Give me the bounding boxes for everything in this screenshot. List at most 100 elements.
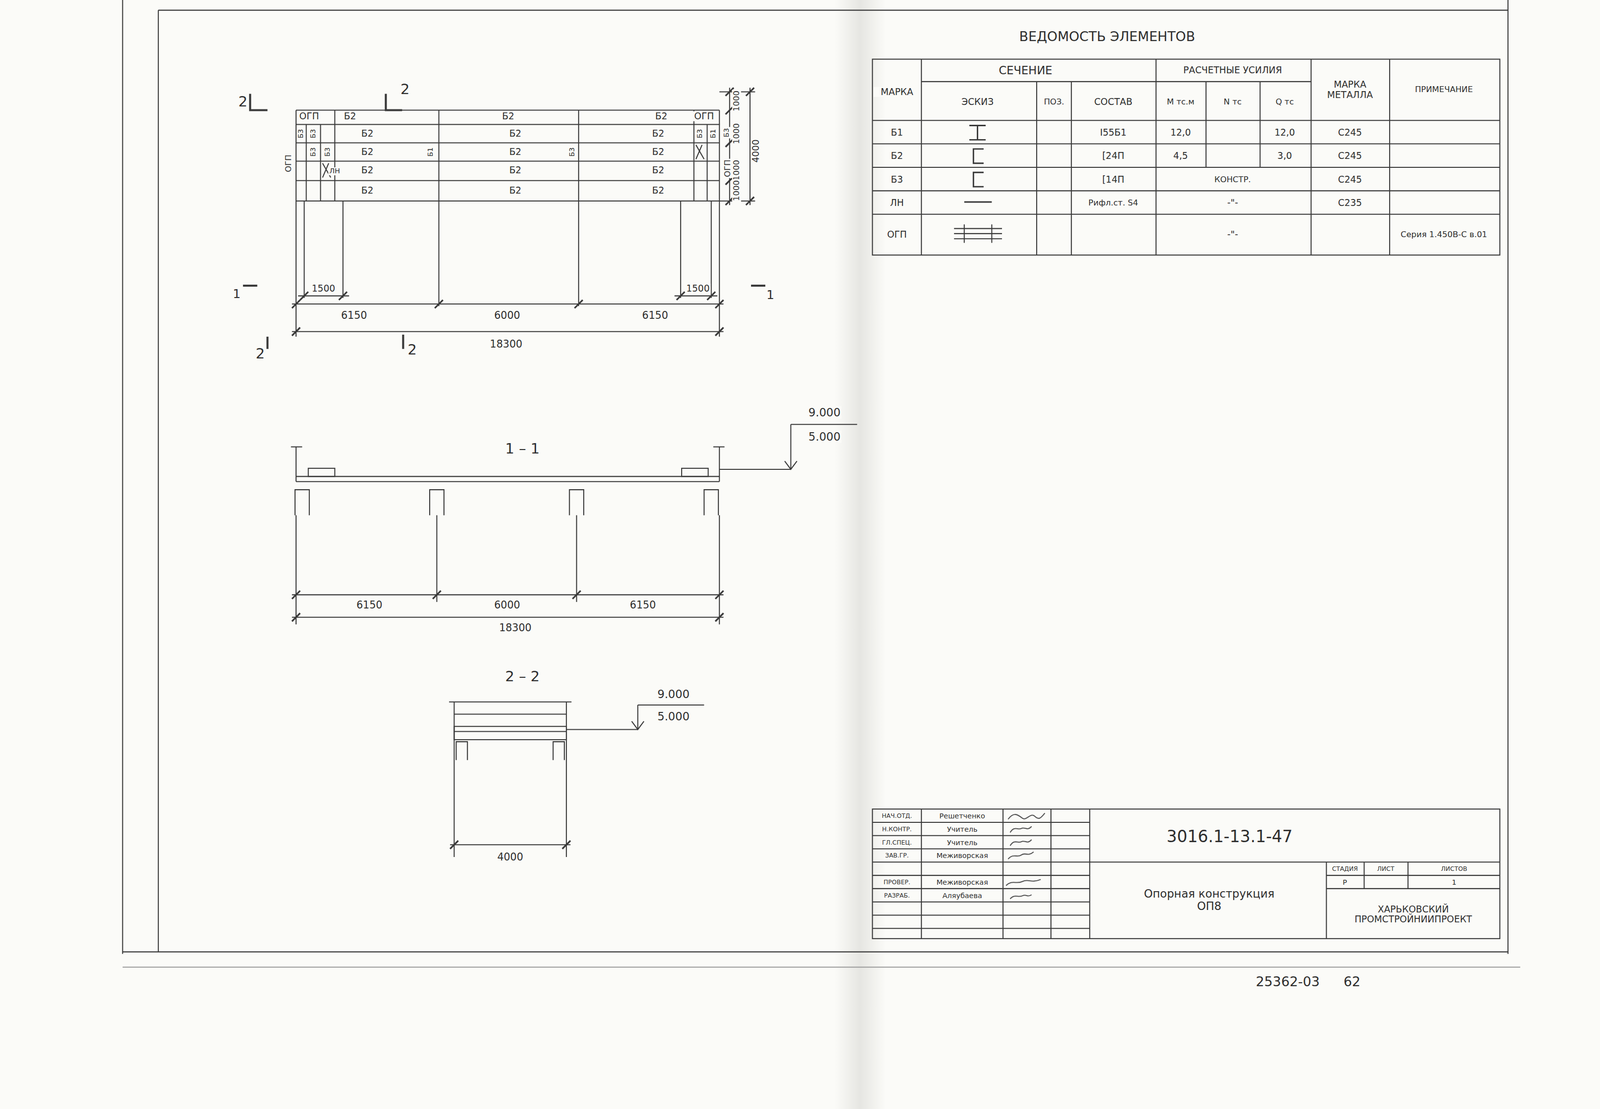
drawing-line xyxy=(872,213,1500,215)
section-marker: 2 xyxy=(399,82,411,99)
title-block-cell: ЗАВ.ГР. xyxy=(884,852,910,860)
element-mark: Б2 xyxy=(360,185,375,196)
drawing-line xyxy=(1325,861,1327,939)
table-cell: 12,0 xyxy=(1273,127,1296,138)
element-mark: Б2 xyxy=(500,111,516,122)
title-block-cell: Учитель xyxy=(946,825,979,834)
drawing-line xyxy=(749,87,751,205)
drawing-line xyxy=(296,142,720,144)
drawing-line xyxy=(243,94,766,350)
title-block-cell: ГЛ.СПЕЦ. xyxy=(881,839,913,847)
drawing-line xyxy=(921,81,1311,83)
drawing-line xyxy=(872,59,1500,256)
title-block-cell: РАЗРАБ. xyxy=(883,892,911,900)
drawing-line xyxy=(308,468,336,477)
drawing-line xyxy=(243,284,258,287)
drawing-line xyxy=(790,424,792,470)
element-mark: Б2 xyxy=(360,147,375,157)
table-cell: ЭСКИЗ xyxy=(960,97,995,107)
drawing-line xyxy=(1005,879,1041,886)
table-cell: M тс.м xyxy=(1162,97,1200,107)
drawing-line xyxy=(718,447,720,482)
element-mark: Б2 xyxy=(508,185,523,196)
title-block-cell: 1 xyxy=(1450,878,1458,887)
drawing-line xyxy=(637,704,639,730)
title-block-cell: ХАРЬКОВСКИЙ ПРОМСТРОЙНИИПРОЕКТ xyxy=(1330,903,1497,925)
title-block-cell: Р xyxy=(1341,878,1349,887)
drawing-line xyxy=(1007,851,1034,859)
dimension-label: 5.000 xyxy=(656,710,691,723)
drawing-line xyxy=(157,10,159,952)
dimension-label: 1000 xyxy=(732,89,742,113)
drawing-line xyxy=(1010,839,1032,846)
drawing-line xyxy=(746,87,754,96)
drawing-line xyxy=(319,124,321,201)
element-mark: ОГП xyxy=(693,111,715,122)
drawing-line xyxy=(292,590,724,622)
drawing-line xyxy=(969,125,986,140)
drawing-line xyxy=(158,9,1508,11)
table-cell: Серия 1.450В-С в.01 xyxy=(1393,230,1496,240)
element-mark: Б1 xyxy=(709,127,718,140)
table-cell: ПРИМЕЧАНИЕ xyxy=(1413,85,1474,95)
element-mark: ОГП xyxy=(298,111,321,122)
dimension-label: 1500 xyxy=(685,283,711,294)
drawing-line xyxy=(401,334,404,350)
dimension-label: 5.000 xyxy=(807,430,842,444)
title-block-cell: Решетченко xyxy=(938,812,987,821)
drawing-line xyxy=(296,180,720,182)
drawing-line xyxy=(300,291,308,300)
drawing-line xyxy=(296,481,720,483)
drawing-line xyxy=(872,927,1090,929)
element-mark: Б3 xyxy=(309,127,318,140)
drawing-line xyxy=(1389,59,1391,256)
drawing-line xyxy=(1507,0,1509,954)
table-cell: Q тс xyxy=(1268,97,1301,107)
table-cell: С245 xyxy=(1337,127,1363,138)
table-cell: Б2 xyxy=(890,150,905,161)
drawing-line xyxy=(296,160,720,162)
drawing-line xyxy=(750,284,766,287)
dimension-label: 4000 xyxy=(496,851,524,863)
table-cell: [24П xyxy=(1100,150,1126,161)
drawing-line xyxy=(710,200,712,299)
drawing-line xyxy=(295,515,297,625)
drawing-line xyxy=(292,303,724,305)
table-cell: С245 xyxy=(1337,174,1363,185)
table-cell: СЕЧЕНИЕ xyxy=(997,64,1053,77)
drawing-line xyxy=(872,835,1090,837)
drawing-line xyxy=(456,741,565,760)
drawing-line xyxy=(291,446,303,448)
drawing-line xyxy=(339,291,348,300)
drawing-line xyxy=(292,612,300,621)
drawing-line xyxy=(872,808,1500,939)
drawing-line xyxy=(920,59,922,256)
dimension-label: 6150 xyxy=(355,599,384,611)
drawing-line xyxy=(680,200,682,299)
drawing-line xyxy=(872,143,1500,145)
section-marker: 1 xyxy=(765,288,776,302)
drawing-line xyxy=(450,840,458,849)
drawing-line xyxy=(292,331,724,333)
title-block-cell: ЛИСТОВ xyxy=(1440,865,1469,873)
drawing-line xyxy=(122,0,124,954)
drawing-line xyxy=(872,874,1090,876)
dimension-label: 1500 xyxy=(310,283,337,294)
drawing-line xyxy=(920,808,922,939)
element-mark: Б2 xyxy=(508,147,523,157)
element-mark: Б2 xyxy=(360,128,375,139)
element-mark: Б3 xyxy=(323,146,332,158)
drawing-line xyxy=(1326,874,1500,876)
section-marker: 2 xyxy=(406,342,418,358)
element-mark: Б2 xyxy=(650,165,666,176)
table-cell: ПОЗ. xyxy=(1043,97,1066,107)
element-mark: Б2 xyxy=(653,111,669,122)
drawing-line xyxy=(631,721,645,730)
drawing-line xyxy=(292,291,724,336)
dimension-label: 1000 xyxy=(732,179,742,202)
element-mark: ОГП xyxy=(723,158,733,178)
drawing-line xyxy=(334,110,336,201)
dimension-label: 9.000 xyxy=(656,687,691,700)
drawing-line xyxy=(718,200,720,337)
drawing-line xyxy=(266,336,269,350)
